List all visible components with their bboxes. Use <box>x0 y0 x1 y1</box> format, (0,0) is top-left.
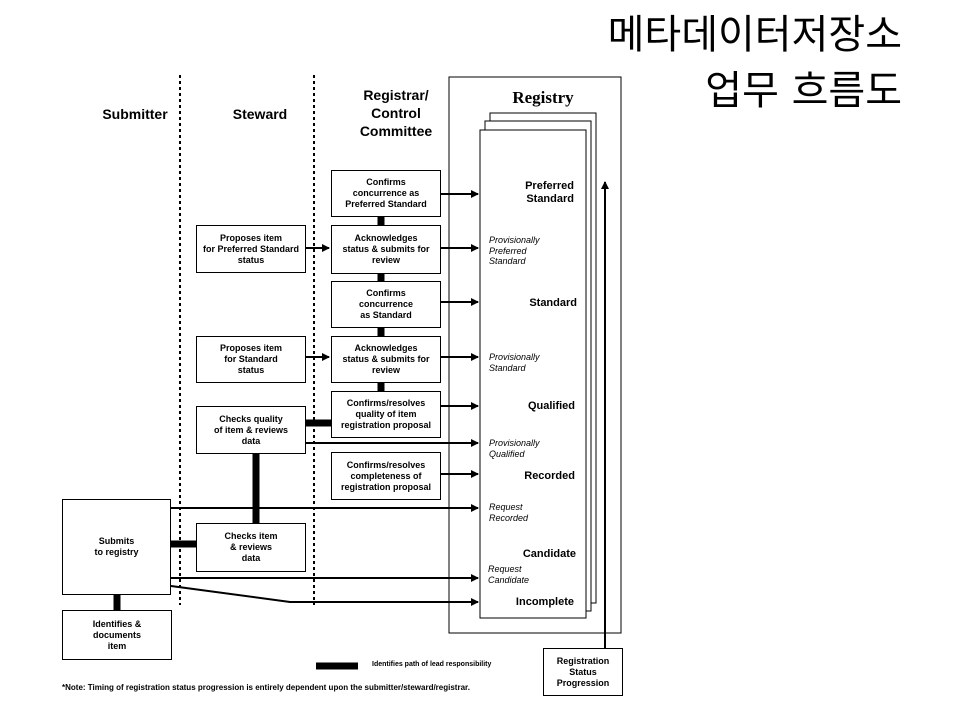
identifies-documents-box: Identifies & documents item <box>62 610 172 660</box>
lane-header-registrar: Registrar/ Control Committee <box>359 87 433 139</box>
status-request-recorded: Request Recorded <box>489 502 529 523</box>
status-request-candidate: Request Candidate <box>488 564 530 585</box>
status-standard: Standard <box>529 297 577 309</box>
steward-propose-preferred-box: Proposes item for Preferred Standard sta… <box>196 225 306 273</box>
steward-check-quality-box: Checks quality of item & reviews data <box>196 406 306 454</box>
registrar-quality-box: Confirms/resolves quality of item regist… <box>331 391 441 438</box>
flow-arrows <box>170 181 609 648</box>
registrar-confirm-preferred-box: Confirms concurrence as Preferred Standa… <box>331 170 441 217</box>
lane-header-steward: Steward <box>232 106 288 122</box>
lane-header-submitter: Submitter <box>102 106 168 122</box>
status-preferred-standard: Preferred Standard <box>525 180 574 205</box>
status-candidate: Candidate <box>522 548 576 560</box>
status-provisionally-preferred: Provisionally Preferred Standard <box>489 235 540 266</box>
registry-page-front <box>479 129 587 619</box>
registrar-acknowledge-preferred-box: Acknowledges status & submits for review <box>331 225 441 274</box>
legend-label: Identifies path of lead responsibility <box>372 661 492 668</box>
slide-title-line1: 메타데이터저장소 <box>607 12 902 58</box>
registrar-acknowledge-standard-box: Acknowledges status & submits for review <box>331 336 441 383</box>
steward-propose-standard-box: Proposes item for Standard status <box>196 336 306 383</box>
status-provisionally-standard: Provisionally Standard <box>489 352 540 373</box>
status-incomplete: Incomplete <box>515 596 574 608</box>
slide-title-line2: 업무 흐름도 <box>705 68 902 114</box>
footnote: *Note: Timing of registration status pro… <box>62 683 470 692</box>
status-provisionally-qualified: Provisionally Qualified <box>489 438 540 459</box>
status-recorded: Recorded <box>524 470 575 482</box>
registrar-completeness-box: Confirms/resolves completeness of regist… <box>331 452 441 500</box>
registrar-confirm-standard-box: Confirms concurrence as Standard <box>331 281 441 328</box>
registration-status-progression-box: Registration Status Progression <box>543 648 623 696</box>
submits-to-registry-box: Submits to registry <box>62 499 171 595</box>
status-qualified: Qualified <box>527 400 575 412</box>
lane-header-registry: Registry <box>512 88 574 107</box>
steward-check-item-box: Checks item & reviews data <box>196 523 306 572</box>
